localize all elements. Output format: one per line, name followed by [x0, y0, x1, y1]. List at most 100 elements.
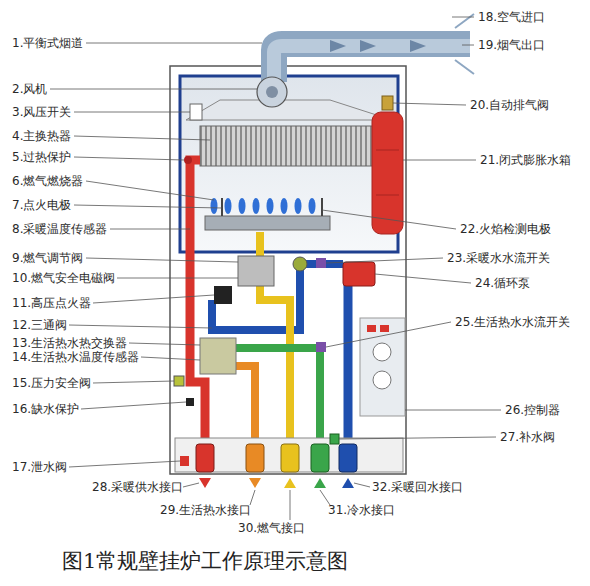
- gas-valve: [238, 256, 274, 286]
- callout-label: 28.采暖供水接口: [92, 480, 183, 494]
- flame: [267, 198, 274, 214]
- callout-label: 18.空气进口: [478, 10, 545, 24]
- leader-line: [117, 278, 238, 279]
- flow-arrow: [360, 40, 376, 52]
- callout-label: 17.泄水阀: [12, 460, 67, 474]
- flue-outer: [274, 44, 470, 82]
- callout-label: 27.补水阀: [500, 430, 555, 444]
- figure-caption: 图1常规壁挂炉工作原理示意图: [62, 548, 348, 574]
- leader-line: [81, 402, 186, 409]
- expansion-tank: [372, 112, 403, 234]
- leader-line: [375, 274, 471, 283]
- callout-label: 7.点火电极: [12, 198, 71, 212]
- three-way-valve: [293, 257, 307, 271]
- pressure-switch: [190, 104, 202, 120]
- callout-label: 13.生活热水热交换器: [12, 336, 127, 350]
- leader-line: [93, 381, 174, 383]
- callout-label: 21.闭式膨胀水箱: [480, 153, 571, 167]
- callout-label: 23.采暖水水流开关: [447, 251, 550, 265]
- tank-rib: [376, 195, 399, 196]
- flow-switch: [316, 342, 326, 352]
- callout-label: 19.烟气出口: [478, 38, 545, 52]
- callout-label: 32.采暖回水接口: [372, 480, 463, 494]
- callout-label: 2.风机: [12, 82, 47, 96]
- leader-line: [86, 43, 262, 44]
- indicator: [380, 325, 389, 332]
- flame: [253, 198, 260, 214]
- callout-label: 24.循环泵: [475, 276, 530, 290]
- flame-electrode: [321, 198, 323, 216]
- leader-line: [141, 357, 200, 360]
- boiler-casing: [170, 66, 406, 474]
- fan-hub: [266, 86, 278, 98]
- leader-line: [403, 160, 476, 161]
- indicator: [367, 325, 376, 332]
- callout-label: 29.生活热水接口: [160, 503, 251, 517]
- pressure-relief-valve: [174, 376, 184, 386]
- callout-label: 8.采暖温度传感器: [12, 222, 107, 236]
- callout-label: 31.冷水接口: [328, 503, 395, 517]
- callout-label: 12.三通阀: [12, 318, 67, 332]
- leader-line: [69, 461, 180, 467]
- leader-line: [86, 181, 214, 200]
- callout-label: 3.风压开关: [12, 105, 71, 119]
- flame: [281, 198, 288, 214]
- leader-line: [354, 483, 370, 487]
- leader-line: [74, 205, 222, 208]
- hot-water-pipe: [236, 366, 255, 446]
- leader-line: [74, 112, 190, 113]
- connector: [246, 444, 264, 472]
- flow-arrow: [330, 40, 346, 52]
- callout-label: 16.缺水保护: [12, 402, 79, 416]
- leader-line: [74, 136, 210, 140]
- callout-label: 4.主换热器: [12, 129, 71, 143]
- leader-line: [129, 343, 200, 345]
- tank-rib: [376, 150, 399, 151]
- leader-line: [183, 483, 199, 487]
- ignition-electrode: [221, 198, 223, 216]
- main-heat-exchanger: [200, 126, 388, 166]
- callout-label: 6.燃气燃烧器: [12, 174, 83, 188]
- flow-switch: [316, 258, 326, 268]
- dhw-heat-exchanger: [200, 338, 236, 374]
- flame: [211, 198, 218, 214]
- connector: [281, 444, 299, 472]
- callout-label: 15.压力安全阀: [12, 376, 91, 390]
- connection-manifold: [175, 438, 403, 472]
- callout-label: 26.控制器: [505, 403, 560, 417]
- flame: [225, 198, 232, 214]
- heating-return-pipe: [344, 280, 353, 446]
- callout-label: 30.燃气接口: [238, 521, 305, 535]
- makeup-valve: [330, 434, 339, 444]
- low-water-sensor: [186, 398, 194, 406]
- flue-inner: [274, 46, 470, 82]
- flame: [295, 198, 302, 214]
- leader-line: [405, 410, 501, 411]
- callout-label: 20.自动排气阀: [470, 98, 549, 112]
- leader-line: [393, 103, 466, 105]
- callout-label: 22.火焰检测电极: [460, 222, 551, 236]
- flow-arrow: [199, 478, 211, 488]
- leader-line: [93, 295, 214, 303]
- leader-lines: [50, 17, 501, 520]
- leader-line: [326, 258, 443, 263]
- flame: [309, 198, 316, 214]
- fan-hood: [186, 100, 392, 120]
- leader-line: [69, 325, 212, 328]
- circulation-pump: [343, 262, 375, 286]
- gas-burner: [205, 216, 330, 230]
- leader-line: [110, 229, 190, 230]
- flue-terminal: [455, 60, 474, 74]
- leader-line: [250, 490, 255, 505]
- callout-label: 1.平衡式烟道: [12, 36, 83, 50]
- connector: [196, 444, 214, 472]
- leader-line: [452, 17, 474, 18]
- flames: [211, 198, 316, 214]
- cold-water-pipe: [236, 348, 320, 446]
- flow-arrow: [410, 40, 426, 52]
- callout-label: 10.燃气安全电磁阀: [12, 271, 115, 285]
- leader-line: [320, 490, 330, 505]
- flow-arrow: [249, 478, 261, 488]
- leader-line: [339, 437, 496, 439]
